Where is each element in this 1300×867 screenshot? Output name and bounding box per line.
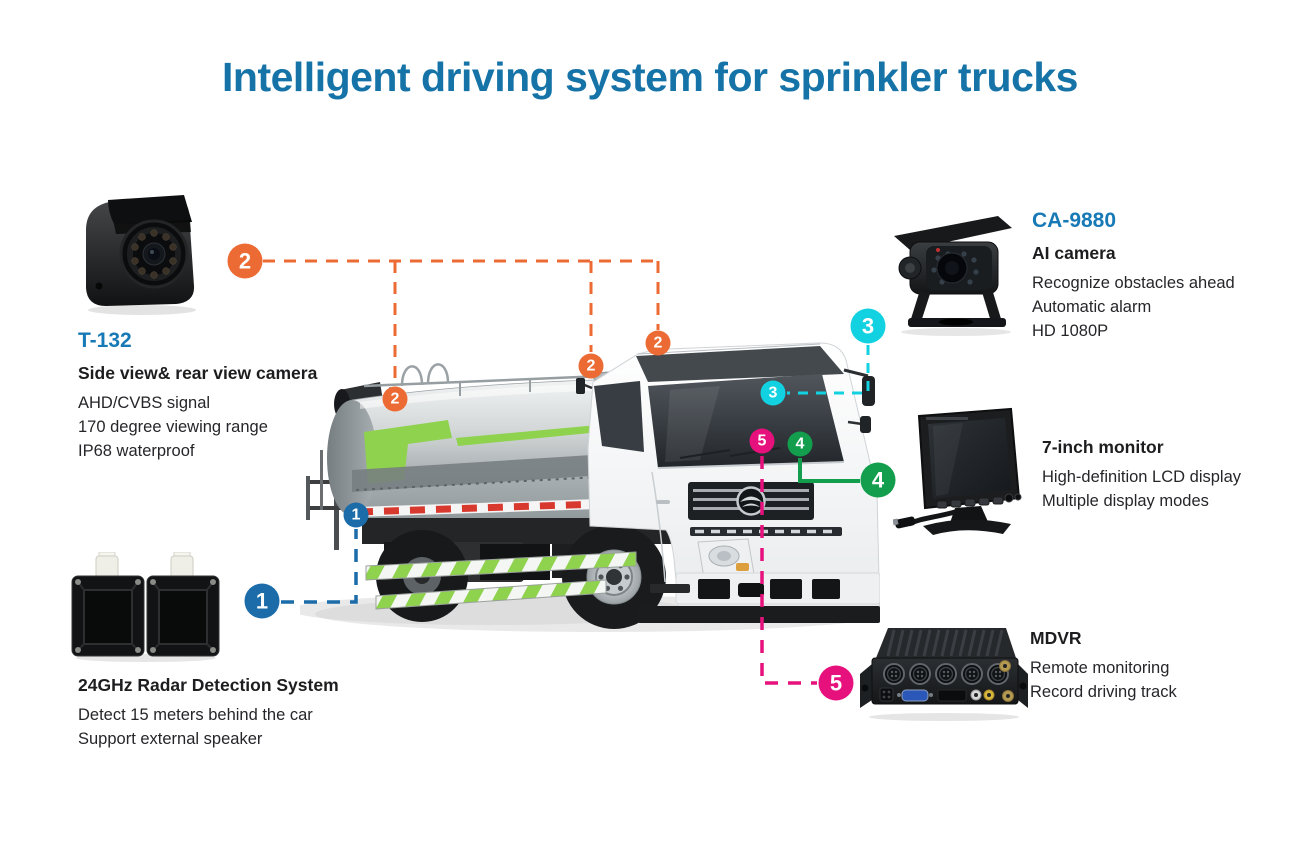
radar-module <box>146 552 220 657</box>
monitor-image <box>893 407 1022 535</box>
ai-camera-feature: Automatic alarm <box>1032 298 1152 316</box>
radar-image <box>71 552 220 662</box>
marker-4-large: 4 <box>860 462 896 498</box>
truck-marker-3: 3 <box>760 380 786 406</box>
truck-illustration <box>300 342 880 632</box>
monitor-name: 7-inch monitor <box>1042 437 1164 457</box>
page-title: Intelligent driving system for sprinkler… <box>222 54 1078 100</box>
radar-info: 24GHz Radar Detection System Detect 15 m… <box>78 675 378 751</box>
ai-camera-name: AI camera <box>1032 243 1116 263</box>
connector-orange <box>263 259 660 385</box>
side-camera-info: T-132 Side view& rear view camera AHD/CV… <box>78 329 358 463</box>
marker-1-large: 1 <box>244 583 280 619</box>
monitor-feature: Multiple display modes <box>1042 492 1209 510</box>
truck-cab <box>576 342 880 623</box>
monitor-info: 7-inch monitor High-definition LCD displ… <box>1042 437 1292 513</box>
connector-green <box>798 458 860 483</box>
ai-camera-feature: HD 1080P <box>1032 322 1109 340</box>
monitor-feature: High-definition LCD display <box>1042 468 1242 486</box>
radar-name: 24GHz Radar Detection System <box>78 675 339 695</box>
truck-guard-rail-lower <box>375 579 607 610</box>
mdvr-name: MDVR <box>1030 628 1082 648</box>
side-camera-feature: 170 degree viewing range <box>78 418 268 436</box>
marker-2-large: 2 <box>227 243 263 279</box>
side-camera-image <box>86 195 196 315</box>
mdvr-image <box>860 628 1028 721</box>
truck-marker-2-tank: 2 <box>382 386 408 412</box>
aviation-connectors <box>883 663 1009 685</box>
connector-pink <box>760 456 817 685</box>
ai-camera-feature: Recognize obstacles ahead <box>1032 274 1235 292</box>
marker-3-large: 3 <box>850 308 886 344</box>
truck-guard-rail-upper <box>365 551 637 581</box>
mdvr-feature: Record driving track <box>1030 683 1177 701</box>
ai-camera-info: CA-9880 AI camera Recognize obstacles ah… <box>1032 209 1282 343</box>
radar-feature: Detect 15 meters behind the car <box>78 706 313 724</box>
side-camera-model: T-132 <box>78 329 132 352</box>
truck-marker-1: 1 <box>343 502 369 528</box>
side-camera-name: Side view& rear view camera <box>78 363 318 383</box>
truck-marker-2-cab-rear: 2 <box>578 353 604 379</box>
truck-marker-4: 4 <box>787 431 813 457</box>
mdvr-info: MDVR Remote monitoring Record driving tr… <box>1030 628 1260 704</box>
side-camera-feature: AHD/CVBS signal <box>78 394 211 412</box>
side-camera-feature: IP68 waterproof <box>78 442 195 460</box>
radar-feature: Support external speaker <box>78 730 263 748</box>
connector-blue <box>281 529 358 604</box>
marker-5-large: 5 <box>818 665 854 701</box>
connector-cyan <box>787 345 870 395</box>
ai-camera-model: CA-9880 <box>1032 209 1117 232</box>
radar-module <box>71 552 145 657</box>
truck-marker-5: 5 <box>749 428 775 454</box>
truck-marker-2-cab-roof: 2 <box>645 330 671 356</box>
mdvr-feature: Remote monitoring <box>1030 659 1170 677</box>
ai-camera-image <box>894 216 1012 336</box>
